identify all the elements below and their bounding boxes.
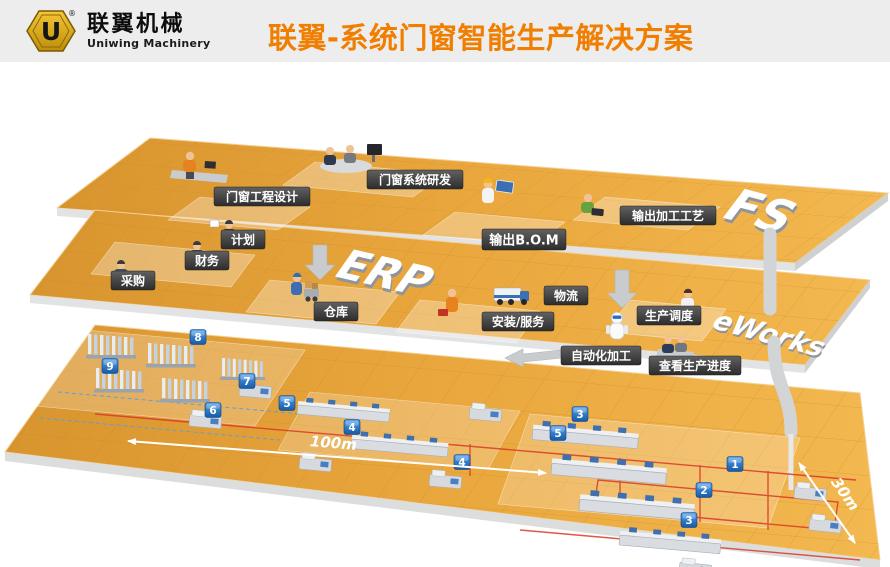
- equip-badge: 6: [204, 402, 222, 418]
- meeting-group: [320, 144, 382, 173]
- pillar-connector: [767, 335, 798, 439]
- svg-text:3: 3: [685, 515, 692, 527]
- down-arrow-icon: [304, 244, 336, 281]
- svg-text:7: 7: [243, 376, 250, 388]
- logo-text: 联翼机械 Uniwing Machinery: [87, 12, 210, 50]
- svg-text:输出B.O.M: 输出B.O.M: [489, 233, 559, 249]
- equip-badge: 5: [549, 425, 567, 441]
- equip-badge: 9: [101, 358, 119, 374]
- label-output-process: 输出加工工艺: [619, 205, 717, 226]
- robot: [606, 312, 628, 340]
- label-finance: 财务: [184, 250, 230, 271]
- svg-text:计划: 计划: [231, 232, 255, 247]
- label-logistics: 物流: [543, 285, 589, 306]
- svg-text:输出加工工艺: 输出加工工艺: [632, 208, 704, 223]
- header: U ® 联翼机械 Uniwing Machinery 联翼-系统门窗智能生产解决…: [0, 0, 890, 62]
- person-engineer: [482, 178, 515, 203]
- company-name-cn: 联翼机械: [87, 11, 186, 37]
- svg-text:仓库: 仓库: [323, 304, 348, 319]
- equip-badge: 3: [571, 406, 589, 422]
- svg-text:自动化加工: 自动化加工: [571, 348, 631, 363]
- machine-unit: [678, 557, 713, 567]
- svg-text:9: 9: [106, 361, 113, 373]
- person-installer: [438, 288, 458, 316]
- svg-text:5: 5: [554, 428, 561, 440]
- scene: FS FS ERP ERP eWorks eWorks: [0, 62, 890, 567]
- logo: U ® 联翼机械 Uniwing Machinery: [24, 7, 210, 55]
- svg-text:采购: 采购: [120, 273, 145, 288]
- label-output-bom: 输出B.O.M: [481, 228, 567, 251]
- svg-text:财务: 财务: [194, 253, 220, 268]
- down-arrow-icon: [606, 269, 638, 309]
- logistics-truck: [493, 287, 529, 305]
- svg-text:生产调度: 生产调度: [645, 308, 694, 323]
- logo-letter: U: [41, 17, 61, 46]
- solution-diagram: FS FS ERP ERP eWorks eWorks: [4, 137, 890, 567]
- left-arrow-icon: [504, 348, 563, 368]
- label-purchase: 采购: [110, 270, 156, 291]
- label-door-engineering-design: 门窗工程设计: [213, 186, 311, 207]
- equip-badge: 7: [238, 373, 256, 389]
- registered-mark: ®: [68, 9, 76, 18]
- agv-guide-lines: [39, 391, 301, 441]
- svg-text:2: 2: [700, 485, 707, 497]
- svg-text:查看生产进度: 查看生产进度: [658, 358, 732, 373]
- svg-text:门窗系统研发: 门窗系统研发: [379, 172, 452, 187]
- svg-text:安装/服务: 安装/服务: [492, 314, 545, 329]
- equip-badge: 1: [726, 456, 744, 472]
- company-name-en: Uniwing Machinery: [87, 37, 211, 51]
- svg-text:4: 4: [348, 422, 355, 434]
- svg-text:100m: 100m: [309, 432, 357, 454]
- equip-badge: 5: [278, 395, 296, 411]
- label-door-system-rd: 门窗系统研发: [366, 169, 464, 190]
- page-title: 联翼-系统门窗智能生产解决方案: [267, 21, 694, 55]
- svg-text:6: 6: [209, 405, 216, 417]
- station-pad: [395, 299, 541, 344]
- label-view-progress: 查看生产进度: [648, 355, 742, 376]
- equip-badge: 2: [695, 482, 713, 498]
- svg-text:1: 1: [731, 459, 738, 471]
- label-production-dispatch: 生产调度: [636, 305, 702, 326]
- person-warehouse-worker: [291, 272, 319, 302]
- logo-mark-icon: U ®: [26, 9, 76, 52]
- svg-text:8: 8: [194, 332, 201, 344]
- label-plan: 计划: [220, 229, 266, 250]
- equip-badge: 3: [680, 512, 698, 528]
- svg-text:5: 5: [283, 398, 290, 410]
- label-warehouse: 仓库: [313, 301, 359, 322]
- flow-connectors: [304, 227, 798, 490]
- label-install-service: 安装/服务: [481, 311, 555, 332]
- label-auto-processing: 自动化加工: [560, 345, 642, 366]
- equip-badge: 8: [189, 329, 207, 345]
- svg-text:门窗工程设计: 门窗工程设计: [226, 189, 298, 204]
- person-programmer: [581, 193, 604, 217]
- svg-text:3: 3: [576, 409, 583, 421]
- svg-text:物流: 物流: [554, 288, 578, 303]
- person-designer: [170, 151, 228, 183]
- dimension-length: 100m: [127, 432, 547, 476]
- equip-badge: 4: [343, 419, 361, 435]
